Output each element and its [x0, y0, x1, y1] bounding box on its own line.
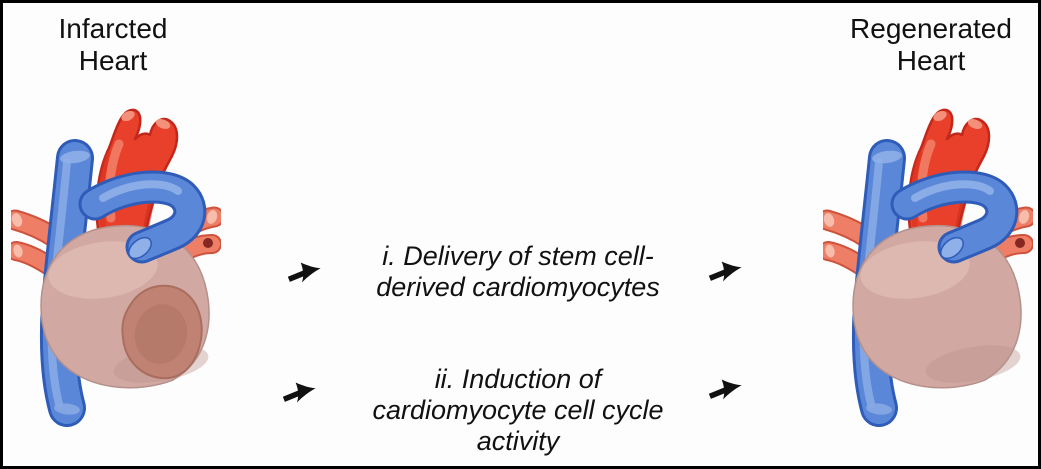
regenerated-heart-illustration	[823, 98, 1033, 428]
infarcted-heart-illustration	[11, 98, 221, 428]
right-arrow-icon	[704, 371, 748, 406]
pathway-1-label: i. Delivery of stem cell- derived cardio…	[376, 241, 660, 302]
right-arrow-icon	[704, 253, 748, 288]
regenerated-heart-label: Regenerated Heart	[850, 13, 1012, 76]
infarcted-heart-label: Infarcted Heart	[58, 13, 168, 76]
right-arrow-icon	[278, 374, 322, 409]
pathway-2-label: ii. Induction of cardiomyocyte cell cycl…	[372, 364, 664, 456]
